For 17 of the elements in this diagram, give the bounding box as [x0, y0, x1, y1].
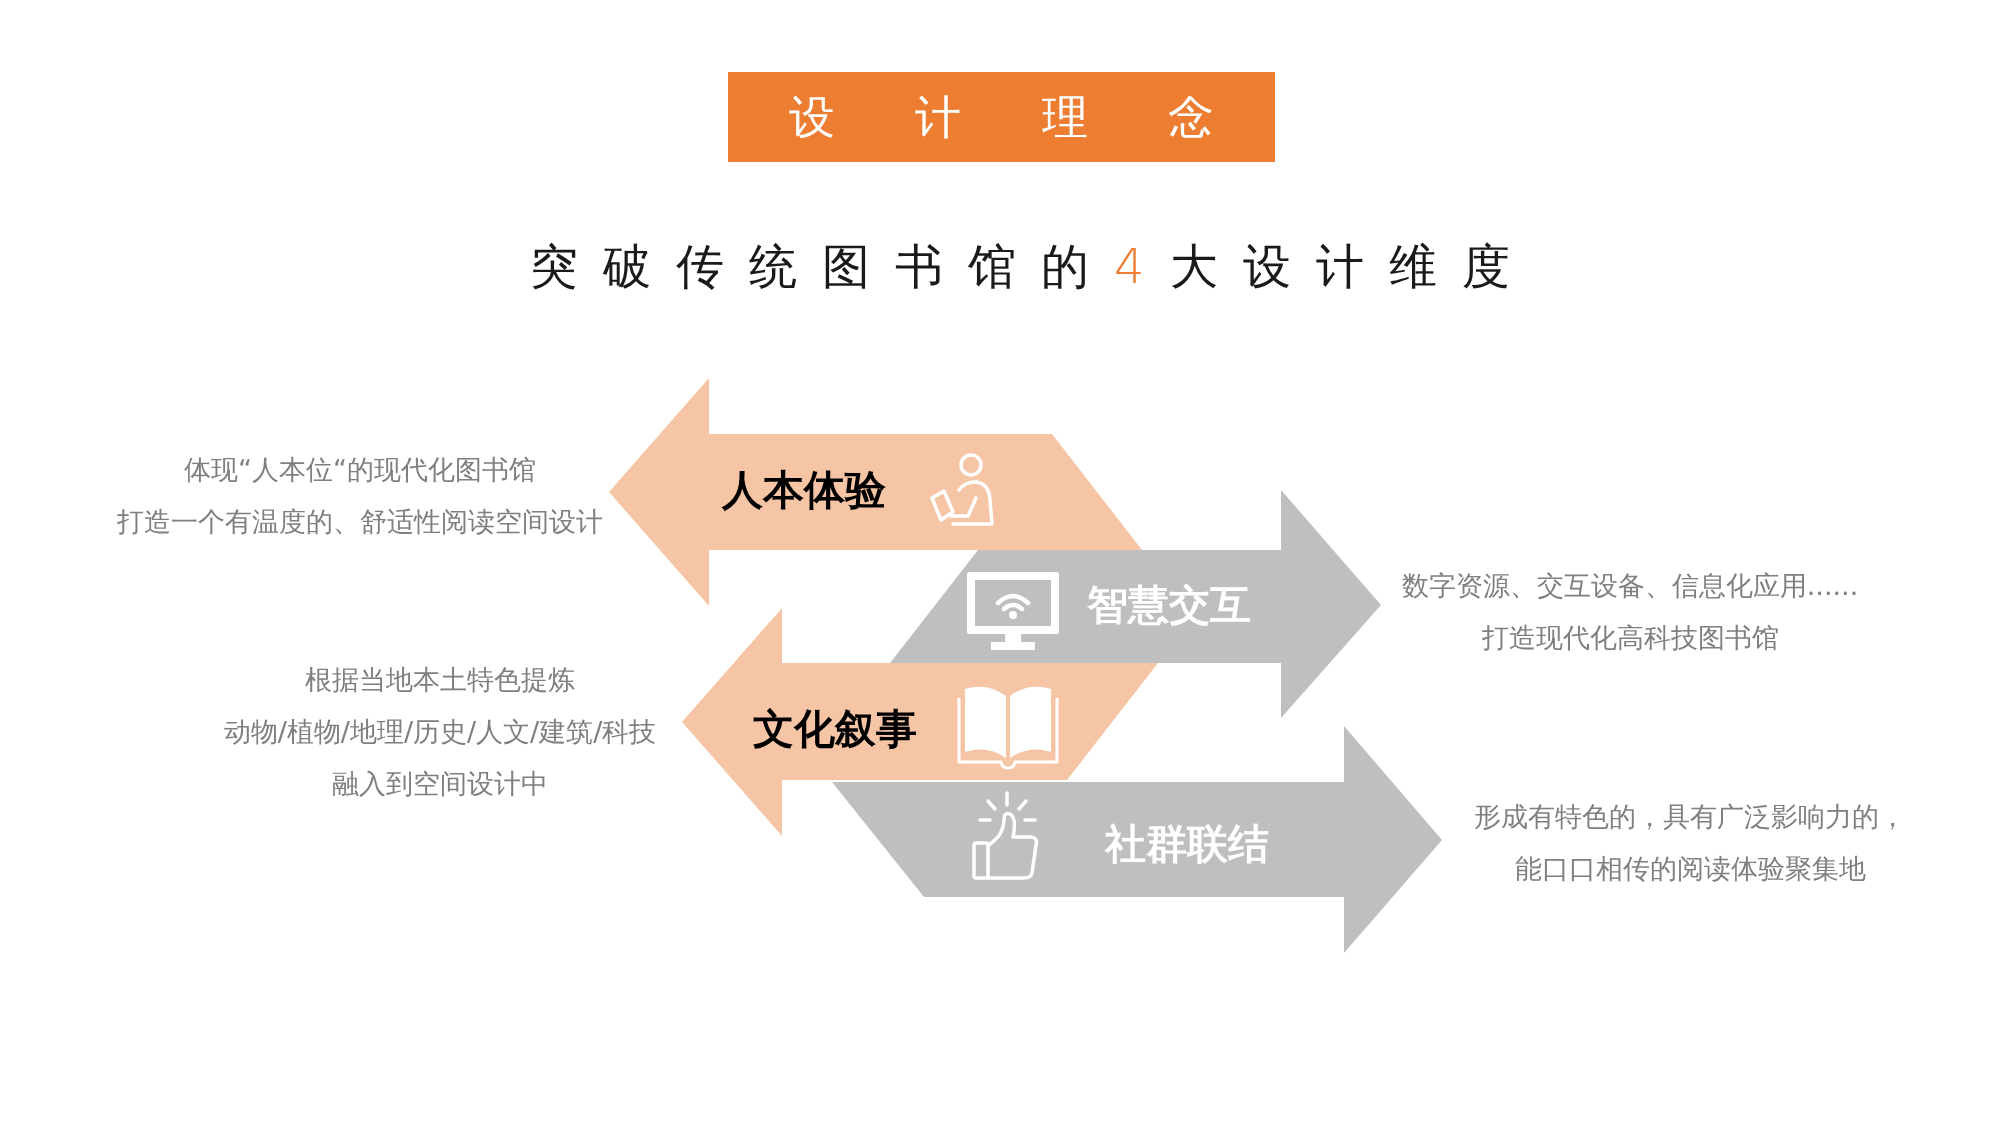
title-heading: 设 计 理 念	[788, 89, 1215, 145]
description-text: 能口口相传的阅读体验聚集地	[1514, 852, 1866, 886]
description-text: 打造现代化高科技图书馆	[1481, 621, 1779, 655]
description-text: 形成有特色的，具有广泛影响力的，	[1474, 800, 1906, 834]
arrow-label: 人本体验	[722, 465, 886, 515]
description-text: 动物/植物/地理/历史/人文/建筑/科技	[223, 715, 657, 749]
arrow-label: 社群联结	[1105, 819, 1269, 869]
arrow-label: 文化叙事	[753, 704, 917, 754]
description-text: 融入到空间设计中	[332, 767, 548, 801]
arrow-label: 智慧交互	[1087, 580, 1251, 630]
description-text: 数字资源、交互设备、信息化应用......	[1401, 569, 1859, 603]
description-text: 打造一个有温度的、舒适性阅读空间设计	[117, 505, 603, 539]
subtitle-text: 突破传统图书馆的	[530, 237, 1114, 296]
description-text: 根据当地本土特色提炼	[305, 663, 575, 697]
highlight-number: 4	[1114, 237, 1170, 296]
description-text: 体现“人本位“的现代化图书馆	[184, 453, 536, 487]
subtitle-text: 大设计维度	[1169, 237, 1535, 296]
